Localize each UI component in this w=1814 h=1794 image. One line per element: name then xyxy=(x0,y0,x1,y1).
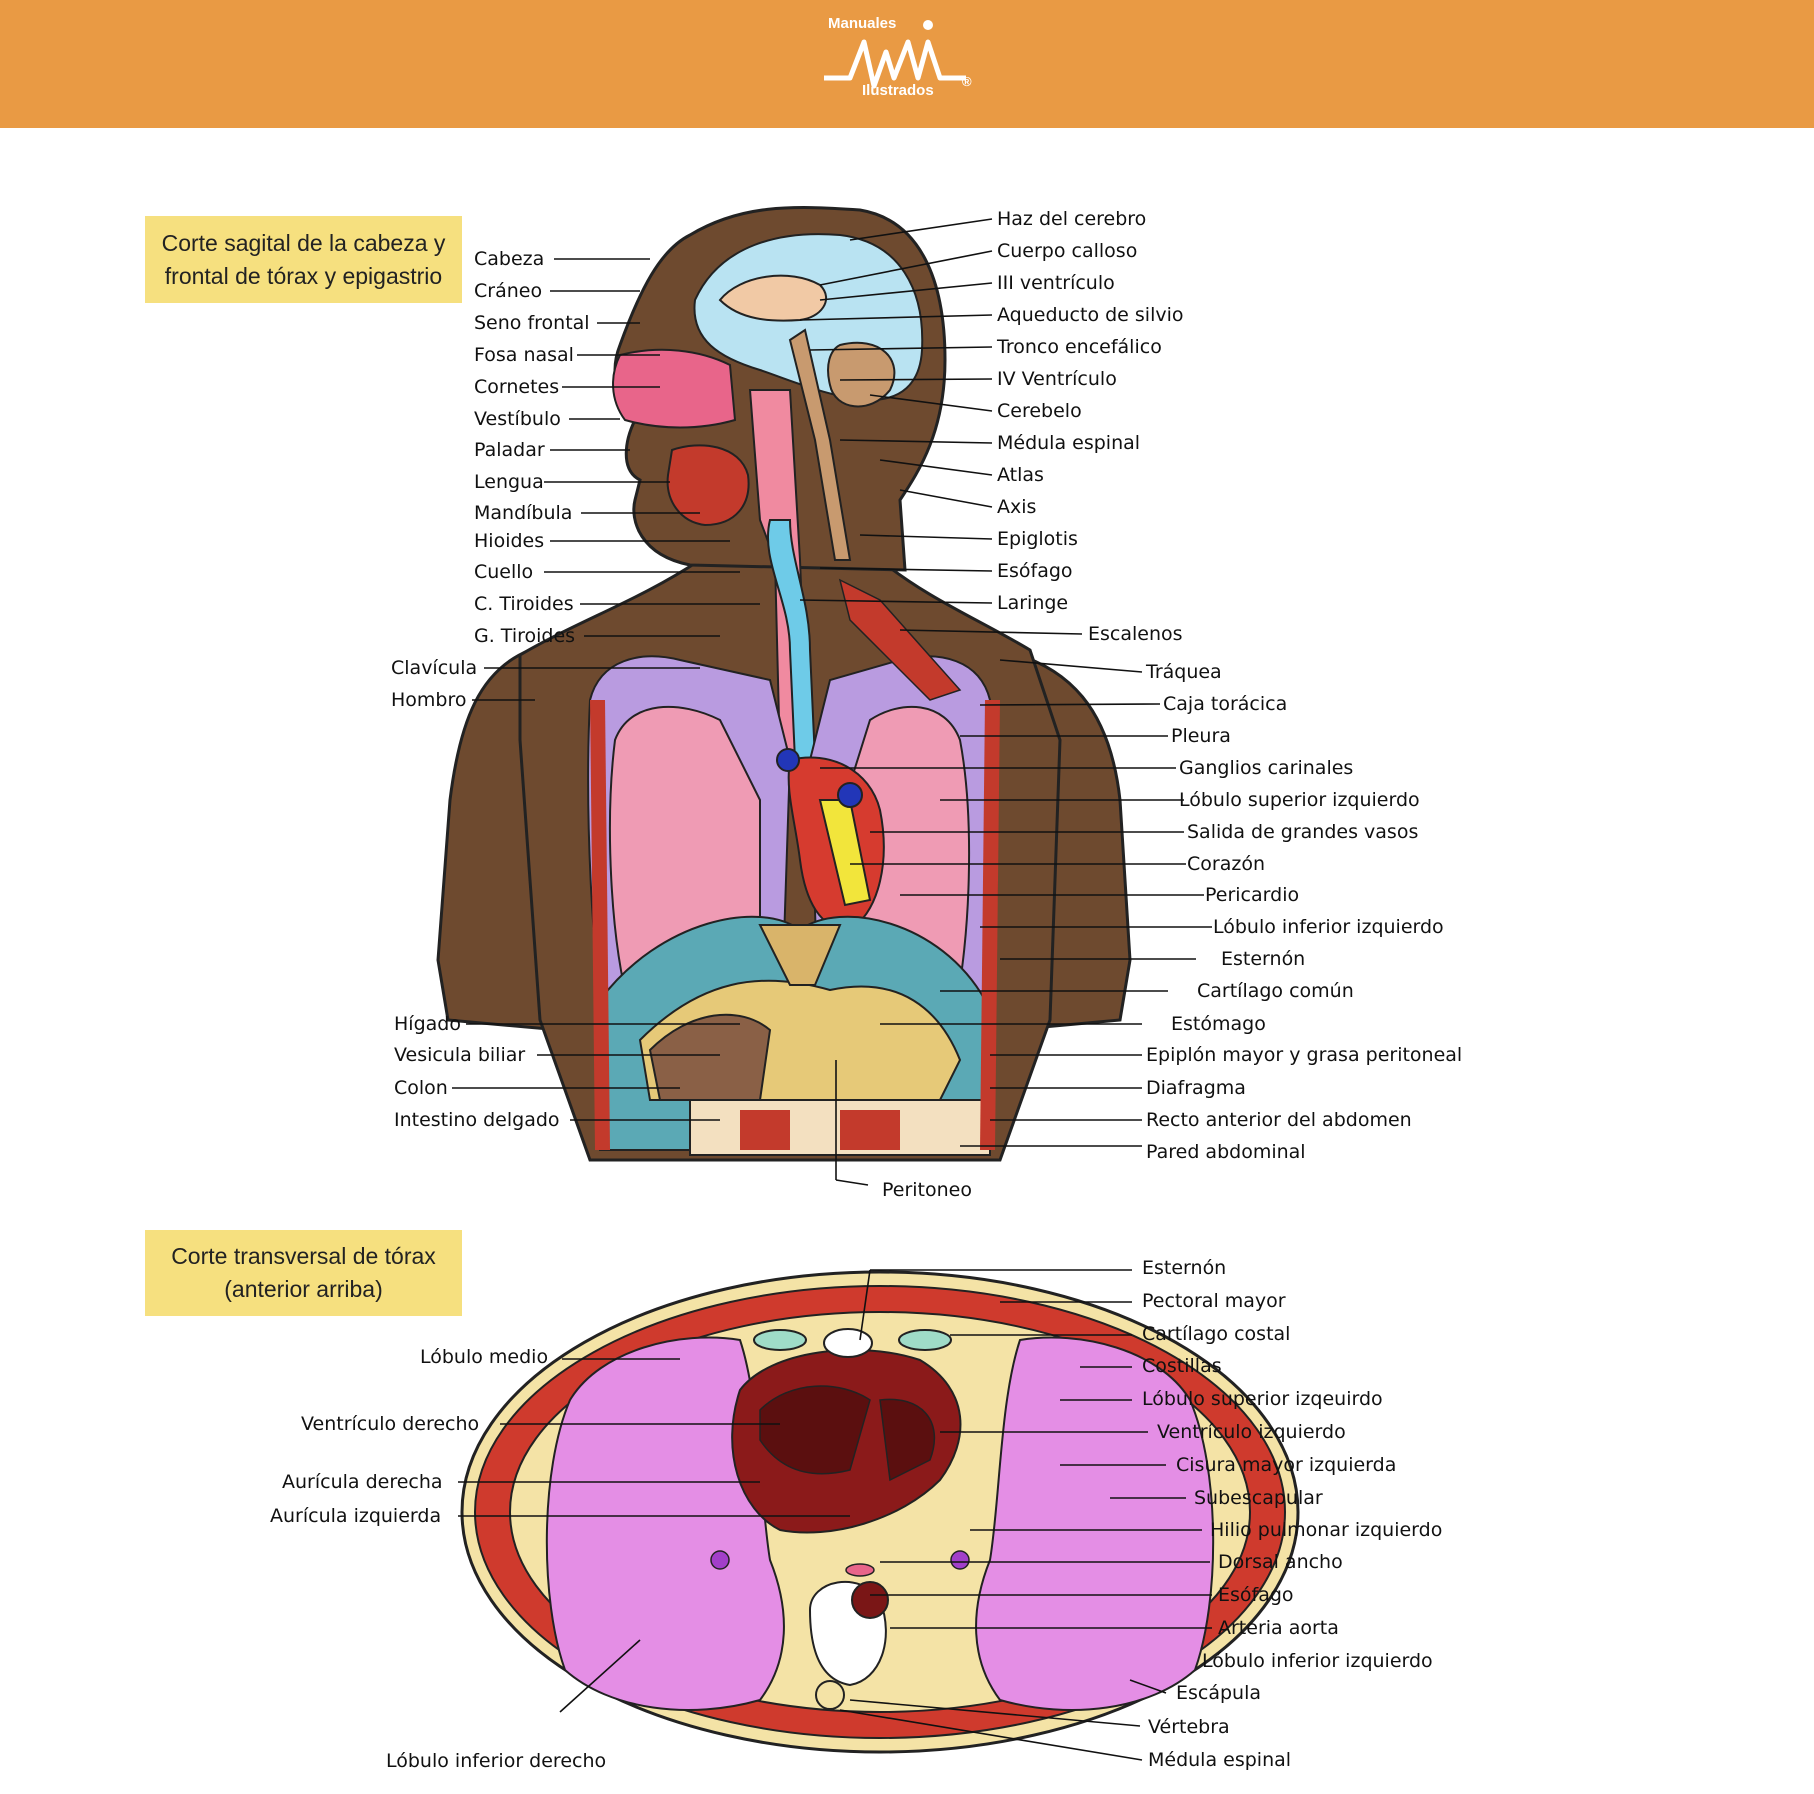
heartbeat-logo-icon xyxy=(824,20,966,89)
label-cuello: Cuello xyxy=(474,561,534,583)
label-escalenos: Escalenos xyxy=(1088,623,1183,645)
label-aorta: Arteria aorta xyxy=(1218,1617,1339,1639)
label-craneo: Cráneo xyxy=(474,280,543,302)
label-pectoral: Pectoral mayor xyxy=(1142,1290,1286,1312)
label-g-tiroides: G. Tiroides xyxy=(474,625,576,647)
label-auricula-izq: Aurícula izquierda xyxy=(270,1505,442,1527)
label-t-lobulo-inf-izq: Lóbulo inferior izquierdo xyxy=(1202,1650,1433,1672)
label-epiplon: Epiplón mayor y grasa peritoneal xyxy=(1146,1044,1463,1066)
label-tronco: Tronco encefálico xyxy=(997,336,1162,358)
label-ventriculo-izq: Ventrículo izquierdo xyxy=(1157,1421,1346,1443)
brand-bottom-text: Ilustrados xyxy=(862,82,934,99)
label-intestino: Intestino delgado xyxy=(394,1109,560,1131)
label-cuerpo-calloso: Cuerpo calloso xyxy=(997,240,1138,262)
label-ventriculo-der: Ventrículo derecho xyxy=(301,1413,480,1435)
label-pared: Pared abdominal xyxy=(1146,1141,1306,1163)
label-t-lobulo-sup-izq: Lóbulo superior izqeuirdo xyxy=(1142,1388,1383,1410)
label-iii-ventriculo: III ventrículo xyxy=(997,272,1115,294)
label-t-esofago: Esófago xyxy=(1218,1584,1294,1606)
label-c-tiroides: C. Tiroides xyxy=(474,593,574,615)
label-atlas: Atlas xyxy=(997,464,1044,486)
label-vertebra: Vértebra xyxy=(1148,1716,1230,1738)
label-estomago: Estómago xyxy=(1171,1013,1266,1035)
label-cartilago-costal: Cartílago costal xyxy=(1142,1323,1291,1345)
label-higado: Hígado xyxy=(394,1013,461,1035)
label-lobulo-medio: Lóbulo medio xyxy=(420,1346,549,1368)
label-epiglotis: Epiglotis xyxy=(997,528,1078,550)
label-dorsal: Dorsal ancho xyxy=(1218,1551,1343,1573)
label-t-esternon: Esternón xyxy=(1142,1257,1227,1279)
label-cartilago: Cartílago común xyxy=(1197,980,1354,1002)
label-lobulo-inf-izq: Lóbulo inferior izquierdo xyxy=(1213,916,1444,938)
label-lengua: Lengua xyxy=(474,471,544,493)
label-hombro: Hombro xyxy=(391,689,467,711)
label-laringe: Laringe xyxy=(997,592,1069,614)
label-clavicula: Clavícula xyxy=(391,657,478,679)
label-recto: Recto anterior del abdomen xyxy=(1146,1109,1412,1131)
brand-top-text: Manuales xyxy=(828,15,897,32)
label-axis: Axis xyxy=(997,496,1037,518)
label-fosa-nasal: Fosa nasal xyxy=(474,344,574,366)
label-traquea: Tráquea xyxy=(1146,661,1222,683)
label-auricula-der: Aurícula derecha xyxy=(282,1471,443,1493)
label-t-medula: Médula espinal xyxy=(1148,1749,1292,1771)
header-bar: Manuales Ilustrados ® xyxy=(0,0,1814,128)
label-pleura: Pleura xyxy=(1171,725,1231,747)
label-cabeza: Cabeza xyxy=(474,248,545,270)
label-medula: Médula espinal xyxy=(997,432,1141,454)
label-acueducto: Aqueducto de silvio xyxy=(997,304,1184,326)
label-caja-toracica: Caja torácica xyxy=(1163,693,1288,715)
label-lobulo-sup-izq: Lóbulo superior izquierdo xyxy=(1179,789,1420,811)
label-ganglios: Ganglios carinales xyxy=(1179,757,1354,779)
section-title-transverse: Corte transversal de tórax(anterior arri… xyxy=(145,1230,462,1316)
label-diafragma: Diafragma xyxy=(1146,1077,1246,1099)
label-costillas: Costillas xyxy=(1142,1355,1222,1377)
label-haz-cerebro: Haz del cerebro xyxy=(997,208,1147,230)
label-escapula: Escápula xyxy=(1176,1682,1262,1704)
label-vesicula: Vesicula biliar xyxy=(394,1044,526,1066)
label-iv-ventriculo: IV Ventrículo xyxy=(997,368,1117,390)
label-lobulo-inf-der: Lóbulo inferior derecho xyxy=(386,1750,607,1772)
label-peritoneo: Peritoneo xyxy=(882,1179,972,1201)
label-salida-vasos: Salida de grandes vasos xyxy=(1187,821,1419,843)
label-cisura: Cisura mayor izquierda xyxy=(1176,1454,1397,1476)
label-mandibula: Mandíbula xyxy=(474,502,573,524)
label-cornetes: Cornetes xyxy=(474,376,560,398)
label-hilio: Hilio pulmonar izquierdo xyxy=(1210,1519,1443,1541)
registered-mark: ® xyxy=(962,74,972,89)
brand-logo: Manuales Ilustrados ® xyxy=(808,8,988,108)
label-hioides: Hioides xyxy=(474,530,545,552)
label-cerebelo: Cerebelo xyxy=(997,400,1082,422)
label-pericardio: Pericardio xyxy=(1205,884,1300,906)
label-esternon: Esternón xyxy=(1221,948,1306,970)
label-subescapular: Subescapular xyxy=(1194,1487,1323,1509)
label-seno-frontal: Seno frontal xyxy=(474,312,590,334)
label-esofago: Esófago xyxy=(997,560,1073,582)
label-vestibulo: Vestíbulo xyxy=(474,408,561,430)
label-paladar: Paladar xyxy=(474,439,545,461)
label-colon: Colon xyxy=(394,1077,448,1099)
label-corazon: Corazón xyxy=(1187,853,1265,875)
